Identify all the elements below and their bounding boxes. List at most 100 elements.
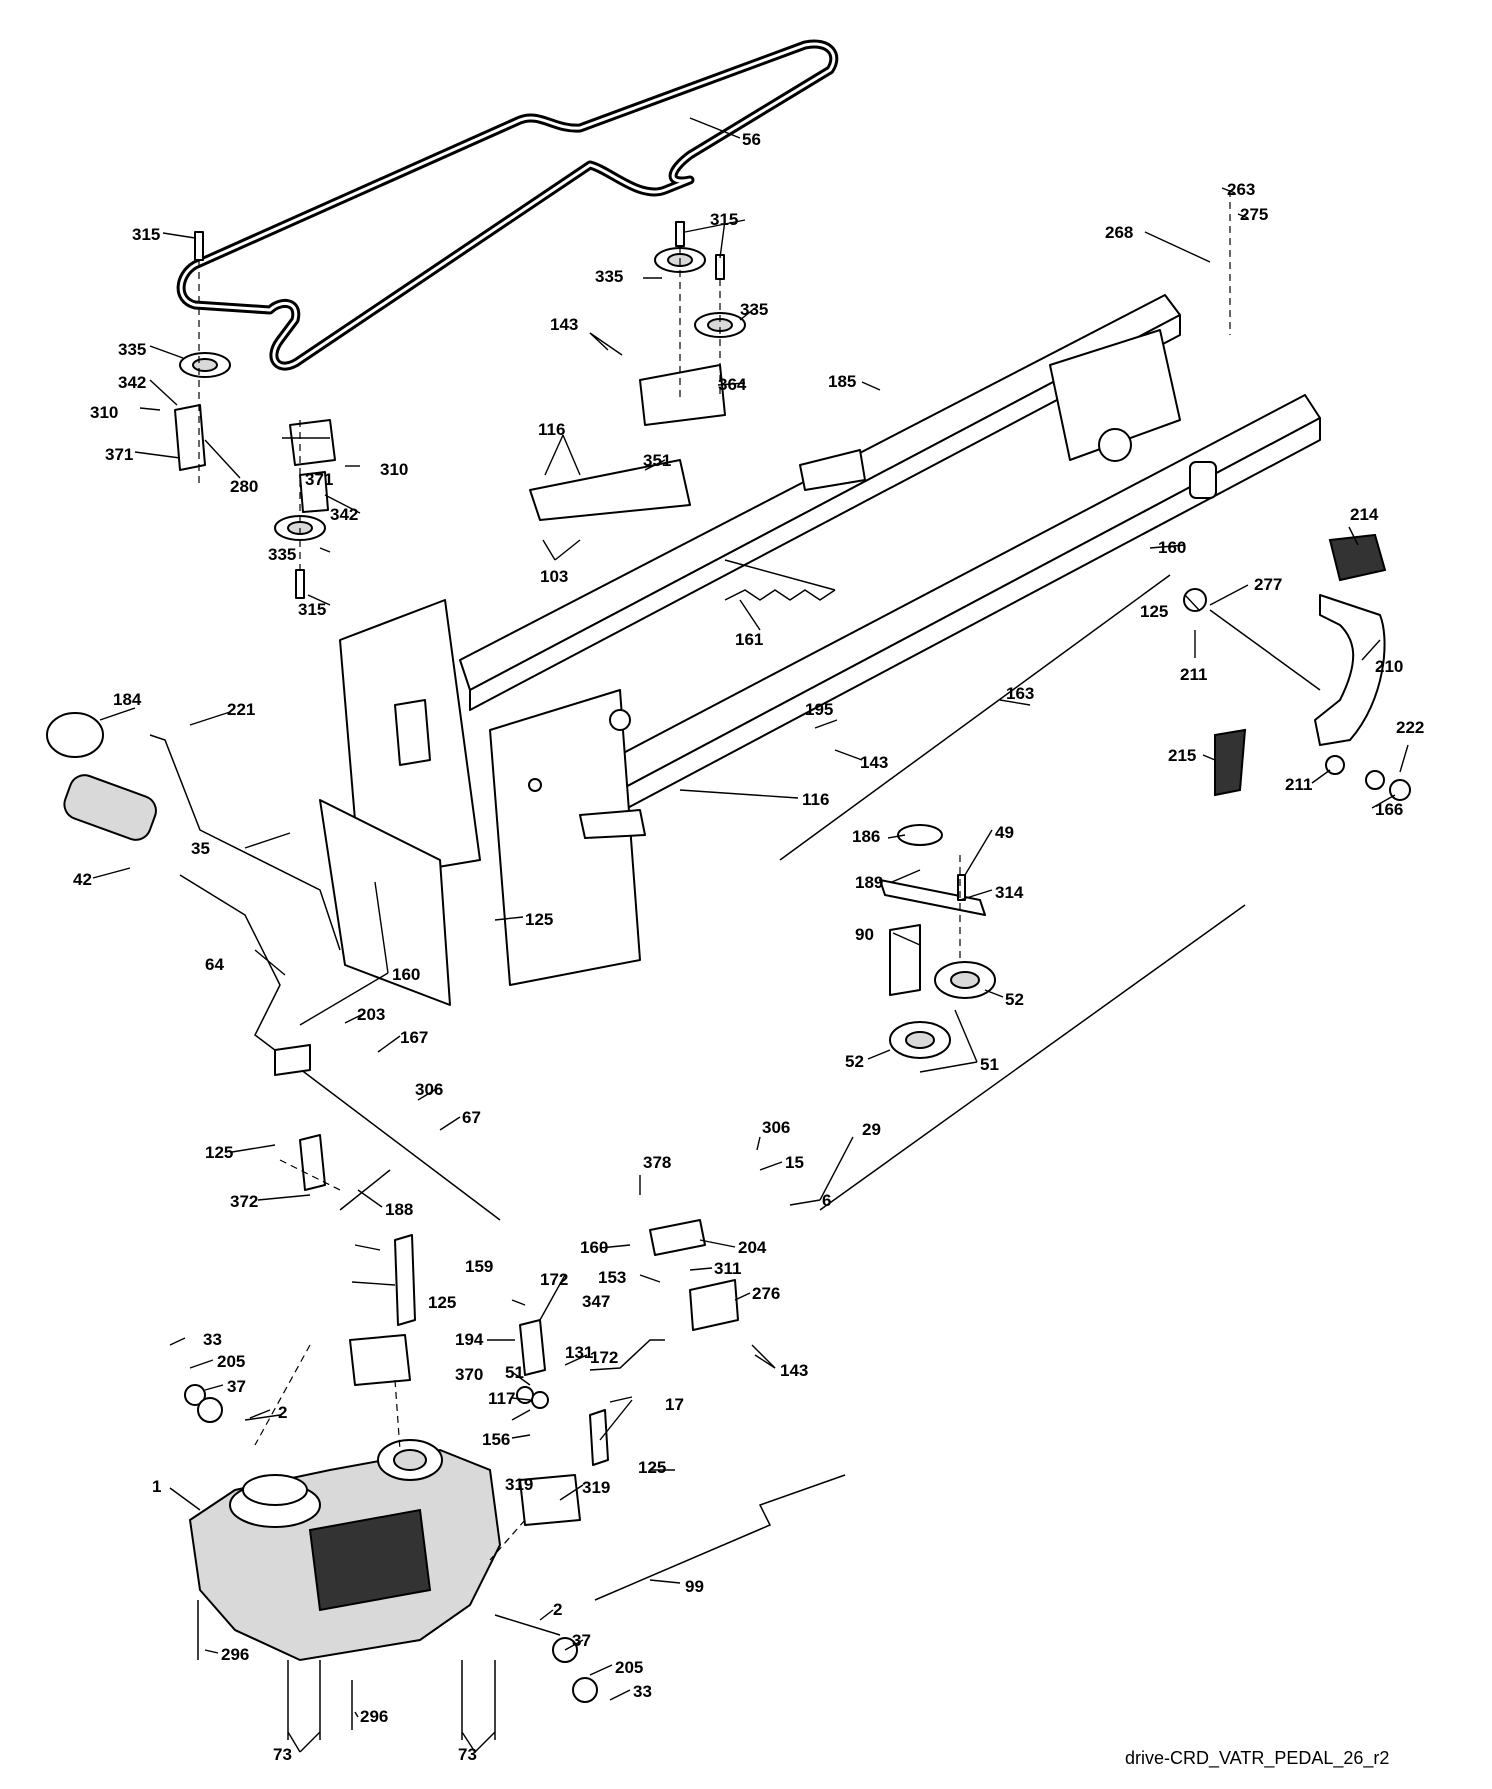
callout-6: 6	[822, 1191, 831, 1210]
callout-2: 2	[278, 1403, 287, 1422]
callout-2: 2	[553, 1600, 562, 1619]
callout-204: 204	[738, 1238, 767, 1257]
callout-310: 310	[90, 403, 118, 422]
callout-167: 167	[400, 1028, 428, 1047]
callout-205: 205	[615, 1658, 643, 1677]
callout-116: 116	[802, 790, 829, 809]
callout-166: 166	[1375, 800, 1403, 819]
center-idler-assembly	[879, 824, 996, 1059]
callout-161: 161	[735, 630, 763, 649]
callout-378: 378	[643, 1153, 671, 1172]
callout-90: 90	[855, 925, 874, 944]
callout-277: 277	[1254, 575, 1282, 594]
linkage	[394, 1219, 846, 1601]
callout-319: 319	[505, 1475, 533, 1494]
callout-143: 143	[860, 753, 888, 772]
callout-116: 116	[538, 420, 565, 439]
callout-222: 222	[1396, 718, 1424, 737]
callout-275: 275	[1240, 205, 1268, 224]
callout-15: 15	[785, 1153, 804, 1172]
callout-315: 315	[298, 600, 326, 619]
callout-156: 156	[482, 1430, 510, 1449]
callout-160: 160	[392, 965, 420, 984]
callout-371: 371	[105, 445, 133, 464]
bolts	[184, 1384, 598, 1740]
callout-306: 306	[415, 1080, 443, 1099]
callout-215: 215	[1168, 746, 1196, 765]
callout-188: 188	[385, 1200, 413, 1219]
callout-184: 184	[113, 690, 142, 709]
callout-172: 172	[540, 1270, 568, 1289]
leader-lines	[92, 117, 1409, 1753]
callout-160: 160	[1158, 538, 1186, 557]
callout-29: 29	[862, 1120, 881, 1139]
callout-131: 131	[565, 1343, 593, 1362]
callout-211: 211	[1180, 665, 1207, 684]
callout-364: 364	[718, 375, 747, 394]
callout-371: 371	[305, 470, 333, 489]
callout-73: 73	[458, 1745, 477, 1764]
callout-335: 335	[268, 545, 296, 564]
callout-210: 210	[1375, 657, 1403, 676]
callout-labels: 5631531533533533533534234231031037137128…	[73, 130, 1424, 1764]
callout-203: 203	[357, 1005, 385, 1024]
callout-276: 276	[752, 1284, 780, 1303]
callout-143: 143	[780, 1361, 808, 1380]
callout-125: 125	[428, 1293, 456, 1312]
chassis-frame	[319, 294, 1321, 1006]
callout-172: 172	[590, 1348, 618, 1367]
callout-143: 143	[550, 315, 578, 334]
callout-125: 125	[638, 1458, 666, 1477]
callout-268: 268	[1105, 223, 1133, 242]
callout-125: 125	[525, 910, 553, 929]
callout-189: 189	[855, 873, 883, 892]
callout-99: 99	[685, 1577, 704, 1596]
callout-314: 314	[995, 883, 1024, 902]
callout-56: 56	[742, 130, 761, 149]
callout-186: 186	[852, 827, 880, 846]
callout-370: 370	[455, 1365, 483, 1384]
shift-rods	[46, 712, 501, 1221]
callout-1: 1	[152, 1477, 161, 1496]
callout-163: 163	[1006, 684, 1034, 703]
callout-17: 17	[665, 1395, 684, 1414]
callout-319: 319	[582, 1478, 610, 1497]
callout-280: 280	[230, 477, 258, 496]
callout-52: 52	[1005, 990, 1024, 1009]
callout-221: 221	[227, 700, 255, 719]
callout-351: 351	[643, 451, 671, 470]
callout-205: 205	[217, 1352, 245, 1371]
callout-372: 372	[230, 1192, 258, 1211]
callout-195: 195	[805, 700, 833, 719]
callout-347: 347	[582, 1292, 610, 1311]
callout-103: 103	[540, 567, 568, 586]
callout-117: 117	[488, 1389, 515, 1408]
callout-37: 37	[572, 1631, 591, 1650]
callout-315: 315	[132, 225, 160, 244]
callout-185: 185	[828, 372, 856, 391]
callout-296: 296	[221, 1645, 249, 1664]
callout-335: 335	[740, 300, 768, 319]
callout-37: 37	[227, 1377, 246, 1396]
callout-315: 315	[710, 210, 738, 229]
callout-306: 306	[762, 1118, 790, 1137]
callout-42: 42	[73, 870, 92, 889]
callout-51: 51	[980, 1055, 999, 1074]
drive-belt	[176, 39, 839, 371]
callout-51: 51	[505, 1363, 524, 1382]
callout-153: 153	[598, 1268, 626, 1287]
callout-125: 125	[1140, 602, 1168, 621]
callout-335: 335	[595, 267, 623, 286]
callout-160: 160	[580, 1238, 608, 1257]
callout-342: 342	[330, 505, 358, 524]
callout-33: 33	[633, 1682, 652, 1701]
callout-194: 194	[455, 1330, 484, 1349]
callout-311: 311	[714, 1259, 741, 1278]
callout-159: 159	[465, 1257, 493, 1276]
callout-52: 52	[845, 1052, 864, 1071]
callout-33: 33	[203, 1330, 222, 1349]
callout-64: 64	[205, 955, 224, 974]
idler-assembly-right	[529, 221, 866, 601]
drawing-id-label: drive-CRD_VATR_PEDAL_26_r2	[1125, 1748, 1390, 1768]
